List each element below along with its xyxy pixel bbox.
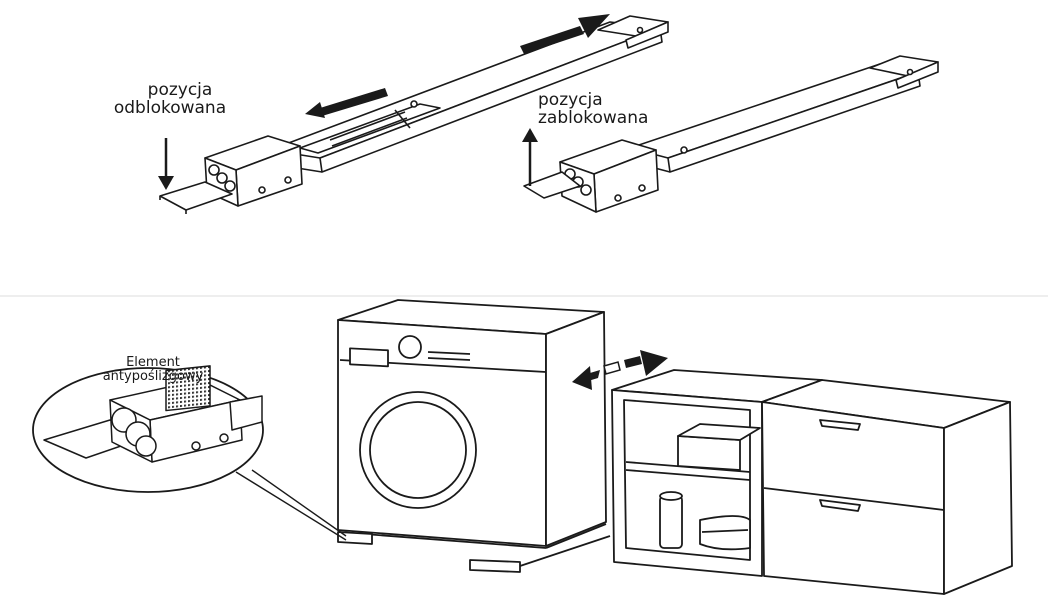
down-arrow-icon bbox=[158, 138, 174, 190]
label-unlocked-position: pozycja odblokowana bbox=[114, 80, 228, 118]
anti-slip-pad bbox=[165, 365, 211, 412]
washing-machine bbox=[337, 299, 611, 573]
label-locked-line1: pozycja bbox=[538, 90, 603, 110]
rail-locked bbox=[523, 55, 939, 213]
up-arrow-icon bbox=[522, 128, 538, 186]
label-anti-slip: Element antypoślizgowy bbox=[78, 356, 228, 383]
label-locked-line2: zablokowana bbox=[538, 107, 649, 128]
anti-slip-callout bbox=[32, 365, 347, 541]
drawer-chest bbox=[761, 379, 1013, 595]
move-arrow-icon bbox=[572, 350, 668, 390]
shelf-cabinet bbox=[611, 369, 823, 577]
label-unlocked-line2: odblokowana bbox=[113, 97, 227, 118]
label-locked-position: pozycja zablokowana bbox=[538, 90, 649, 128]
label-anti-slip-line2: antypoślizgowy bbox=[102, 368, 204, 384]
label-unlocked-line1: pozycja bbox=[147, 80, 213, 100]
label-anti-slip-line1: Element bbox=[126, 355, 180, 370]
rail-unlocked bbox=[159, 15, 669, 214]
extend-direction-arrow bbox=[305, 14, 610, 118]
